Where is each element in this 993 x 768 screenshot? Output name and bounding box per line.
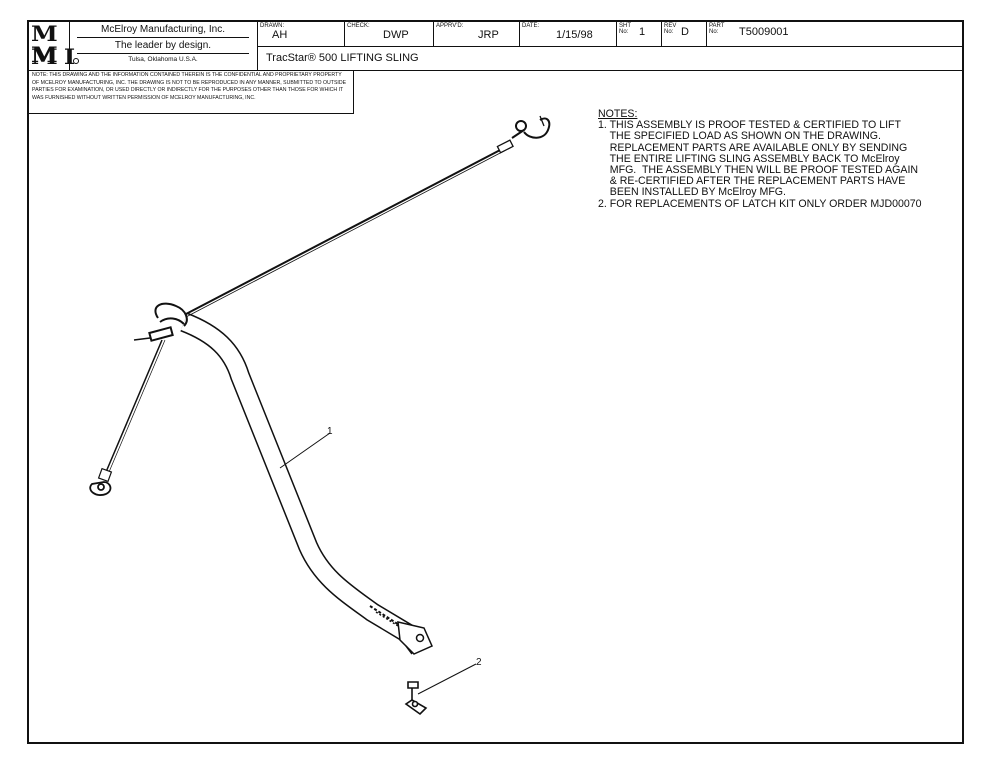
leader-line-2 — [417, 663, 477, 695]
apprvd-cell: APPRV'D: JRP — [434, 22, 520, 46]
sheet-label: SHT No: — [619, 23, 631, 35]
lower-hook-icon — [89, 481, 112, 496]
drawing-title-bar: TracStar® 500 LIFTING SLING — [258, 46, 962, 70]
sheet-cell: SHT No: 1 — [617, 22, 662, 46]
date-label: DATE: — [522, 23, 540, 29]
latch-kit — [404, 681, 428, 716]
divider — [77, 53, 249, 54]
rev-cell: REV No: D — [662, 22, 707, 46]
ring-end — [133, 302, 188, 342]
note-1-line: & RE-CERTIFIED AFTER THE REPLACEMENT PAR… — [598, 175, 906, 188]
divider — [77, 37, 249, 38]
date-cell: DATE: 1/15/98 — [520, 22, 617, 46]
drawn-cell: DRAWN: AH — [258, 22, 345, 46]
check-label: CHECK: — [347, 23, 370, 29]
company-block: McElroy Manufacturing, Inc. The leader b… — [69, 22, 258, 70]
logo-line-1: M M — [31, 21, 58, 67]
company-name: McElroy Manufacturing, Inc. — [101, 24, 225, 35]
mmi-logo: M M M I — [29, 22, 75, 70]
date-value: 1/15/98 — [556, 29, 593, 41]
clevis-end — [397, 621, 433, 655]
part-value: T5009001 — [739, 26, 789, 38]
balloon-part-2: 2 — [476, 657, 482, 668]
leader-line-1 — [279, 432, 331, 469]
drawn-label: DRAWN: — [260, 23, 285, 29]
note-1-line: BEEN INSTALLED BY McElroy MFG. — [598, 186, 786, 199]
title-block: M M M I McElroy Manufacturing, Inc. The … — [29, 22, 962, 71]
part-label: PART No: — [709, 23, 725, 35]
company-location: Tulsa, Oklahoma U.S.A. — [128, 56, 198, 63]
drawing-sheet: M M M I McElroy Manufacturing, Inc. The … — [27, 20, 964, 744]
logo-line-2: M I — [31, 44, 75, 69]
check-value: DWP — [383, 29, 409, 41]
balloon-part-1: 1 — [327, 426, 333, 437]
part-cell: PART No: T5009001 — [707, 22, 962, 46]
note-1-line: THE SPECIFIED LOAD AS SHOWN ON THE DRAWI… — [598, 130, 881, 143]
note-1-line: 1. THIS ASSEMBLY IS PROOF TESTED & CERTI… — [598, 119, 901, 132]
sheet-value: 1 — [639, 26, 646, 38]
check-cell: CHECK: DWP — [345, 22, 434, 46]
company-slogan: The leader by design. — [114, 40, 212, 51]
proprietary-notice: NOTE: THIS DRAWING AND THE INFORMATION C… — [29, 70, 354, 114]
rev-label: REV No: — [664, 23, 677, 35]
lower-cable — [97, 339, 166, 483]
apprvd-value: JRP — [478, 29, 499, 41]
note-1-line: THE ENTIRE LIFTING SLING ASSEMBLY BACK T… — [598, 152, 900, 165]
note-1-line: REPLACEMENT PARTS ARE AVAILABLE ONLY BY … — [598, 141, 908, 154]
notes-heading: NOTES: — [598, 108, 638, 120]
notes-block: NOTES: 1. THIS ASSEMBLY IS PROOF TESTED … — [598, 108, 922, 210]
lifting-bar — [180, 312, 418, 645]
drawn-value: AH — [272, 29, 288, 41]
upper-cable — [185, 139, 514, 318]
note-1-line: MFG. THE ASSEMBLY THEN WILL BE PROOF TES… — [598, 164, 919, 177]
apprvd-label: APPRV'D: — [436, 23, 464, 29]
note-2: 2. FOR REPLACEMENTS OF LATCH KIT ONLY OR… — [598, 197, 922, 210]
rev-value: D — [681, 26, 689, 38]
drawing-title: TracStar® 500 LIFTING SLING — [266, 52, 419, 64]
registered-mark-icon — [73, 58, 79, 64]
upper-hook-icon — [511, 115, 551, 139]
